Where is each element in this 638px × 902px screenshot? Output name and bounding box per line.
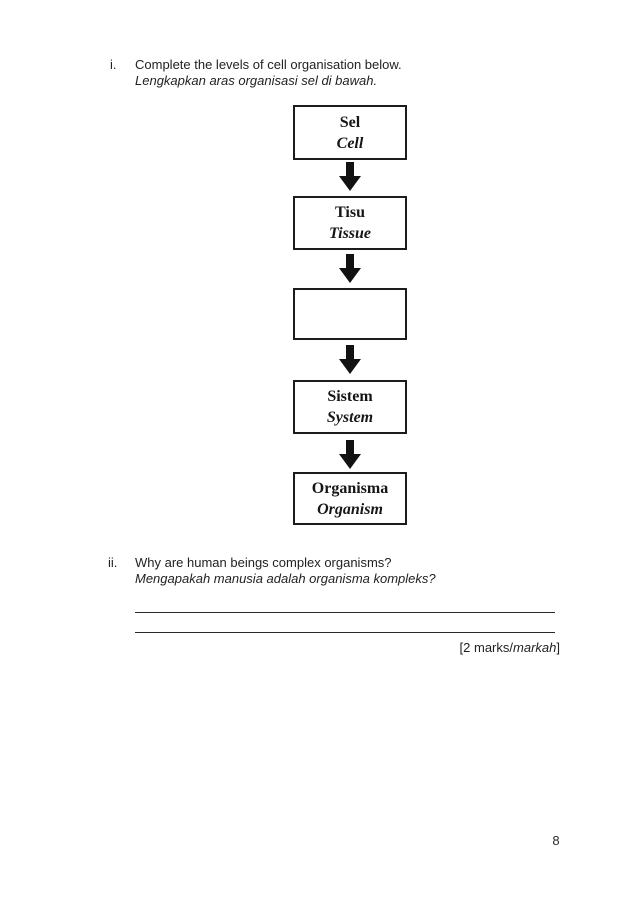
- answer-line: [135, 632, 555, 633]
- flowchart-box-organism-label-malay: Organisma: [311, 479, 389, 497]
- flowchart-box-organism-label-english: Organism: [317, 500, 383, 518]
- flowchart-box-tissue: Tisu Tissue: [293, 196, 407, 250]
- flowchart-box-system-label-malay: Sistem: [327, 388, 373, 405]
- question-i-text-malay: Lengkapkan aras organisasi sel di bawah.: [135, 73, 378, 88]
- answer-line: [135, 612, 555, 613]
- flowchart-box-tissue-label-malay: Tisu: [335, 204, 365, 221]
- arrow-down-icon: [339, 345, 361, 374]
- question-ii-text: Why are human beings complex organisms? …: [135, 555, 436, 587]
- arrow-down-icon: [339, 254, 361, 283]
- marks-allocation: [2 marks/markah]: [135, 640, 560, 656]
- marks-prefix: [2 marks/: [459, 640, 514, 655]
- flowchart-box-tissue-label-english: Tissue: [328, 225, 372, 242]
- flowchart-box-cell-label-english: Cell: [336, 134, 364, 152]
- arrow-down-icon: [339, 162, 361, 191]
- question-ii-text-malay: Mengapakah manusia adalah organisma komp…: [135, 571, 436, 586]
- marks-malay: markah: [513, 640, 557, 655]
- page-number: 8: [552, 833, 560, 848]
- flowchart-box-blank: [293, 288, 407, 340]
- flowchart-box-organism: Organisma Organism: [293, 472, 407, 525]
- question-ii-number: ii.: [108, 555, 118, 570]
- question-i-text-english: Complete the levels of cell organisation…: [135, 57, 402, 72]
- question-ii-text-english: Why are human beings complex organisms?: [135, 555, 392, 570]
- flowchart-box-system: Sistem System: [293, 380, 407, 434]
- flowchart-box-system-label-english: System: [326, 409, 374, 426]
- arrow-down-icon: [339, 440, 361, 469]
- flowchart-box-cell: Sel Cell: [293, 105, 407, 160]
- question-i-number: i.: [110, 57, 117, 72]
- question-i-text: Complete the levels of cell organisation…: [135, 57, 402, 89]
- flowchart-box-cell-label-malay: Sel: [339, 113, 361, 131]
- marks-suffix: ]: [556, 640, 560, 655]
